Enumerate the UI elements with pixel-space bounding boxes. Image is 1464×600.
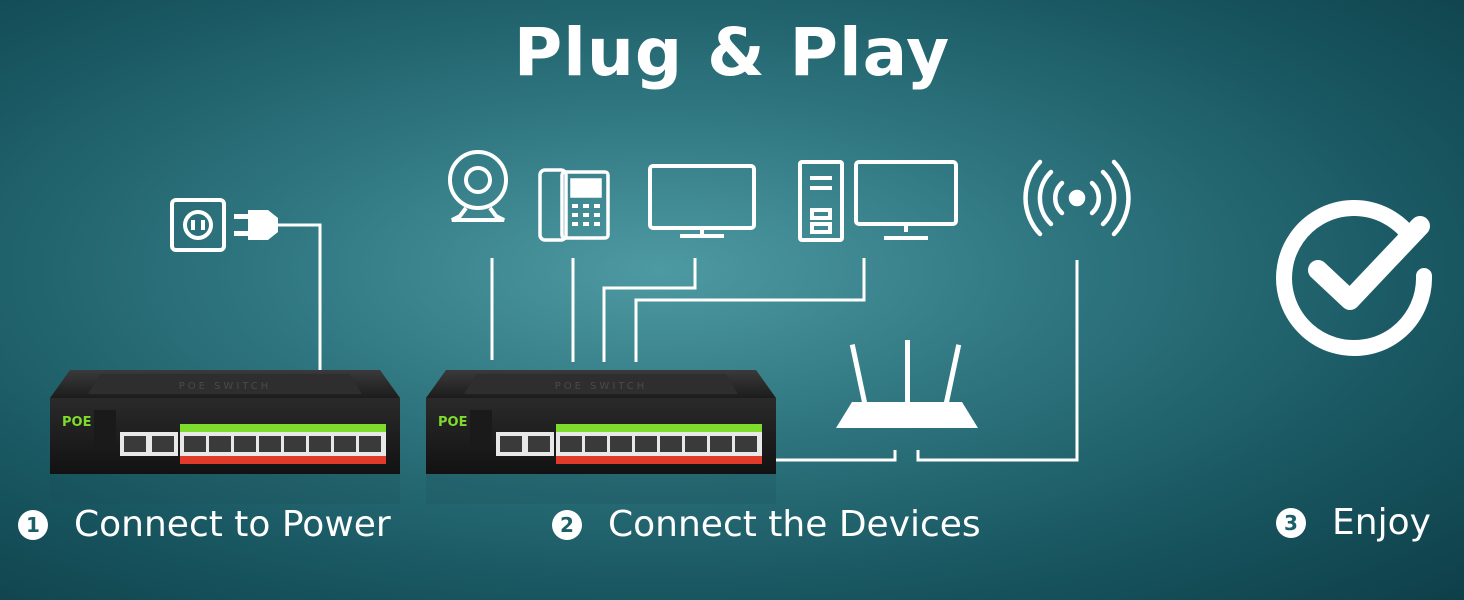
- desktop-computer-icon: [798, 160, 958, 242]
- page-title: Plug & Play: [513, 14, 951, 91]
- wireless-signal-icon: [1023, 159, 1131, 237]
- poe-switch-2: POE SWITCH POE: [426, 370, 776, 504]
- wifi-router-icon: [836, 340, 978, 428]
- step-connect-power: 1 Connect to Power: [18, 504, 391, 545]
- step-number-badge: 3: [1276, 507, 1306, 538]
- power-outlet-icon: [170, 198, 226, 252]
- webcam-icon: [448, 150, 508, 222]
- switch-brand: POE: [62, 415, 91, 430]
- device-cables: [490, 258, 1079, 462]
- ip-phone-icon: [538, 168, 610, 242]
- step-connect-devices: 2 Connect the Devices: [552, 504, 981, 545]
- power-plug-icon: [234, 210, 322, 370]
- monitor-icon: [648, 164, 756, 238]
- step-enjoy: 3 Enjoy: [1276, 502, 1431, 543]
- step-label: Enjoy: [1332, 502, 1431, 543]
- step-number-badge: 2: [552, 509, 582, 540]
- step-label: Connect to Power: [74, 504, 391, 545]
- poe-switch-1: POE SWITCH POE: [50, 370, 400, 504]
- switch-brand: POE: [438, 415, 467, 430]
- step-label: Connect the Devices: [608, 504, 981, 545]
- switch-top-label: POE SWITCH: [555, 381, 648, 392]
- switch-top-label: POE SWITCH: [179, 381, 272, 392]
- step-number-badge: 1: [18, 509, 48, 540]
- checkmark-circle-icon: [1276, 200, 1433, 357]
